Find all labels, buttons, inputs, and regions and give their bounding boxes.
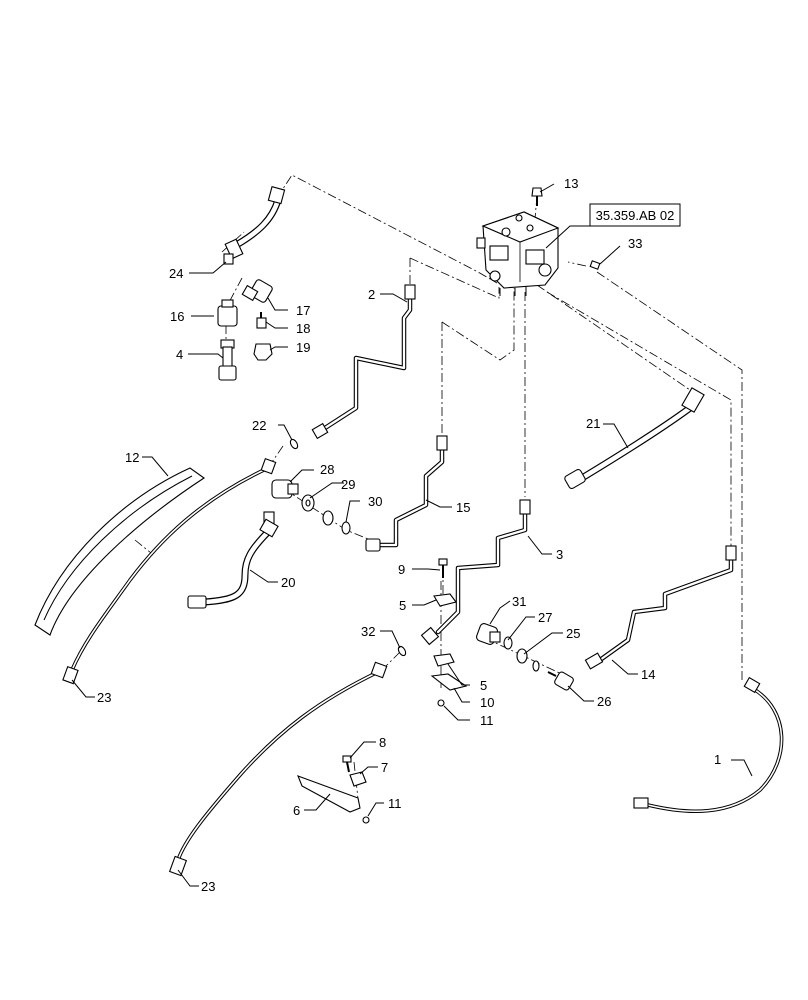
callout-12: 12 [125, 450, 139, 465]
callout-29: 29 [341, 477, 355, 492]
callout-28: 28 [320, 462, 334, 477]
leader-lines [71, 183, 753, 887]
callout-10: 10 [480, 695, 494, 710]
nut-11-lower [362, 816, 370, 824]
elbow-17 [241, 279, 273, 303]
seal-32 [397, 645, 407, 657]
reference-link[interactable]: 35.359.AB 02 [589, 203, 681, 227]
hose-21 [564, 387, 705, 490]
callout-13: 13 [564, 176, 578, 191]
bracket-10 [430, 673, 468, 691]
reference-text: 35.359.AB 02 [596, 208, 675, 223]
washer-25 [516, 648, 540, 672]
fitting-26 [547, 671, 574, 691]
bolt-9 [438, 558, 448, 578]
callout-9: 9 [398, 562, 405, 577]
shield-12 [34, 467, 205, 636]
elbow-31 [476, 623, 501, 645]
bracket-6 [297, 775, 361, 813]
plug-33 [589, 260, 601, 270]
tube-14 [584, 545, 737, 670]
callout-18: 18 [296, 321, 310, 336]
callout-1: 1 [714, 752, 721, 767]
control-valve [476, 211, 560, 296]
callout-17: 17 [296, 303, 310, 318]
cap-19 [253, 343, 273, 361]
callout-16: 16 [170, 309, 184, 324]
callout-22: 22 [252, 418, 266, 433]
fitting-18 [256, 312, 267, 329]
callout-27: 27 [538, 610, 552, 625]
callout-23-upper: 23 [97, 690, 111, 705]
clamp-7 [349, 771, 367, 787]
clamp-5-lower [433, 653, 455, 667]
callout-23-lower: 23 [201, 879, 215, 894]
callout-7: 7 [381, 760, 388, 775]
callout-5-upper: 5 [399, 598, 406, 613]
hose-23-upper [62, 457, 277, 685]
bolt-8 [342, 755, 352, 773]
callout-24: 24 [169, 266, 183, 281]
callout-26: 26 [597, 694, 611, 709]
nut-11-upper [437, 699, 445, 707]
callout-8: 8 [379, 735, 386, 750]
hose-24 [223, 186, 286, 265]
callout-6: 6 [293, 803, 300, 818]
elbow-28 [271, 479, 299, 499]
callout-20: 20 [281, 575, 295, 590]
washer-29 [301, 494, 315, 512]
callout-33: 33 [628, 236, 642, 251]
callout-30: 30 [368, 494, 382, 509]
callout-5-lower: 5 [480, 678, 487, 693]
washer-27 [503, 636, 513, 650]
callout-2: 2 [368, 287, 375, 302]
tube-3 [420, 499, 531, 646]
callout-25: 25 [566, 626, 580, 641]
hose-23-lower [168, 661, 388, 877]
clamp-5-upper [433, 593, 457, 607]
fitting-16 [217, 299, 238, 327]
washer-30 [322, 510, 351, 535]
adapter-4 [218, 339, 237, 381]
callout-4: 4 [176, 347, 183, 362]
callout-19: 19 [296, 340, 310, 355]
hose-1 [633, 676, 784, 814]
callout-11-lower: 11 [388, 796, 402, 811]
tube-15 [365, 435, 448, 552]
hose-20 [187, 511, 279, 609]
tube-2 [311, 284, 416, 440]
callout-15: 15 [456, 500, 470, 515]
callout-31: 31 [512, 594, 526, 609]
callout-14: 14 [641, 667, 655, 682]
callout-21: 21 [586, 416, 600, 431]
seal-22 [289, 438, 299, 450]
callout-labels: 13 33 24 16 17 18 4 19 2 22 12 28 29 30 … [97, 176, 721, 894]
callout-32: 32 [361, 624, 375, 639]
bolt-13 [531, 187, 543, 206]
callout-11-upper: 11 [480, 713, 494, 728]
callout-3: 3 [556, 547, 563, 562]
